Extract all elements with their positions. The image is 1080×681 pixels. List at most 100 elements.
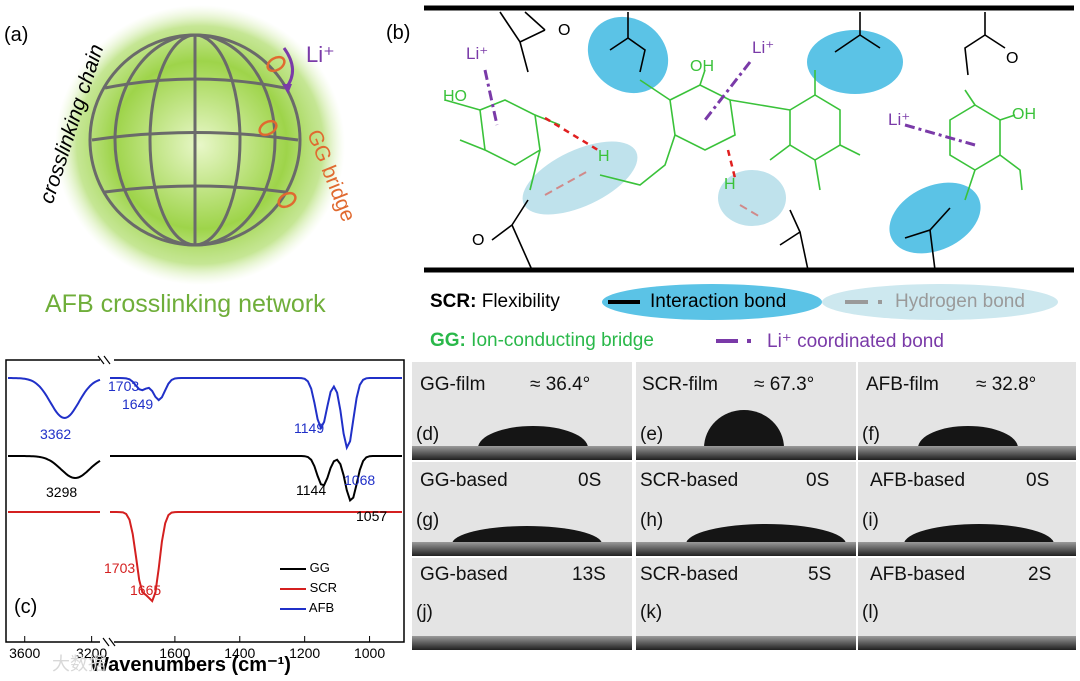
legend-scr-swatch: [280, 587, 306, 590]
atom-ho: HO: [443, 88, 467, 105]
interaction-bond-ovals: [587, 16, 981, 254]
sphere-glow: [55, 5, 345, 285]
photo-j: GG-based 13S (j): [412, 558, 632, 650]
peak-afb-1149: 1149: [294, 420, 325, 436]
sphere-wireframe: [88, 33, 302, 247]
photo-g-value: 0S: [578, 470, 602, 491]
atom-h-1: H: [598, 148, 610, 165]
hydrogen-bond-grey-dashes: [544, 169, 763, 219]
li-label-3: Li⁺: [888, 110, 911, 129]
photo-e-title: SCR-film: [642, 374, 718, 395]
scr-key: SCR:: [430, 291, 477, 312]
peak-gg-3298: 3298: [46, 484, 78, 500]
photo-e: SCR-film ≈ 67.3° (f) (e): [636, 362, 856, 460]
peak-afb-1703: 1703: [108, 378, 140, 394]
legend-gg-text: GG: [309, 560, 330, 575]
photo-j-label: (j): [416, 602, 433, 623]
panel-b-label: (b): [386, 22, 411, 44]
ftir-lines: [8, 377, 402, 603]
atom-h-2: H: [724, 176, 736, 193]
gg-text: Ion-conducting bridge: [471, 330, 654, 351]
droplet: [478, 426, 588, 448]
photo-k-value: 5S: [808, 564, 832, 585]
peak-scr-1665: 1665: [130, 582, 162, 598]
photo-d-value: ≈ 36.4°: [530, 374, 591, 395]
droplet: [918, 426, 1018, 448]
scr-legend: SCR: Flexibility: [430, 291, 560, 313]
series-line-afb: [8, 377, 402, 451]
photo-g-label: (g): [416, 510, 440, 531]
x-axis-label: Wavenumbers (cm⁻¹): [90, 654, 291, 676]
photo-i-label: (i): [862, 510, 879, 531]
network-title: AFB crosslinking network: [45, 290, 326, 318]
li-label-1: Li⁺: [466, 44, 489, 63]
li-arrow-head: [282, 84, 292, 94]
panel-b: [424, 5, 1074, 343]
photo-f-value: ≈ 32.8°: [976, 374, 1037, 395]
legend-afb: AFB: [280, 600, 334, 615]
photo-h-value: 0S: [806, 470, 830, 491]
atom-o-1: O: [558, 22, 571, 39]
droplet: [686, 524, 846, 544]
droplet: [904, 524, 1054, 544]
photo-i-value: 0S: [1026, 470, 1050, 491]
plot-frame: [5, 359, 405, 643]
scr-text: Flexibility: [481, 291, 560, 312]
photo-e-label-text: (e): [640, 424, 664, 445]
atom-oh-1: OH: [690, 58, 714, 75]
x-tick-label: 3200: [76, 645, 107, 661]
peak-gg-1144: 1144: [296, 482, 327, 498]
li-label-2: Li⁺: [752, 38, 775, 57]
photo-i: AFB-based 0S (i): [858, 462, 1076, 556]
photo-l-value: 2S: [1028, 564, 1052, 585]
peak-afb-1649: 1649: [122, 396, 154, 412]
photo-e-value: ≈ 67.3°: [754, 374, 815, 395]
hydrogen-bond-label: Hydrogen bond: [895, 291, 1025, 312]
photo-h-title: SCR-based: [640, 470, 739, 491]
peak-gg-1057: 1057: [356, 508, 388, 524]
droplet: [452, 526, 602, 544]
photo-l: AFB-based 2S (l): [858, 558, 1076, 650]
peak-scr-1703: 1703: [104, 560, 136, 576]
photo-g: GG-based 0S (g): [412, 462, 632, 556]
photo-l-title: AFB-based: [870, 564, 966, 585]
photo-k-label: (k): [640, 602, 663, 623]
photo-i-title: AFB-based: [870, 470, 966, 491]
photo-j-title: GG-based: [420, 564, 508, 585]
series-line-gg: [8, 455, 402, 503]
photo-l-label: (l): [862, 602, 879, 623]
hydrogen-bond-dashes: [544, 116, 737, 179]
photo-d-label: (d): [416, 424, 440, 445]
sugar-rings: [444, 69, 1023, 201]
peak-afb-3362: 3362: [40, 426, 72, 442]
legend-gg: GG: [280, 560, 330, 575]
photo-h-label: (h): [640, 510, 664, 531]
photo-d: GG-film ≈ 36.4° (d): [412, 362, 632, 460]
photo-k: SCR-based 5S (k): [636, 558, 856, 650]
peak-afb-1068: 1068: [344, 472, 376, 488]
interaction-bond-swatch: [602, 284, 822, 320]
atom-oh-2: OH: [1012, 106, 1036, 123]
hydrogen-bond-ovals: [522, 141, 786, 226]
x-tick-label: 1400: [224, 645, 255, 661]
legend-scr-text: SCR: [309, 580, 338, 595]
atom-o-2: O: [1006, 50, 1019, 67]
panel-c-label: (c): [14, 596, 38, 618]
x-tick-label: 1000: [354, 645, 385, 661]
photo-g-title: GG-based: [420, 470, 508, 491]
gg-legend: GG: Ion-conducting bridge: [430, 330, 654, 352]
atom-o-3: O: [472, 232, 485, 249]
series-line-scr: [8, 511, 402, 603]
hydrogen-bond-swatch: [822, 284, 1058, 320]
photo-h: SCR-based 0S (h): [636, 462, 856, 556]
photo-f: AFB-film ≈ 32.8° (f): [858, 362, 1076, 460]
interaction-bond-label: Interaction bond: [650, 291, 787, 312]
gg-key: GG:: [430, 330, 466, 351]
photo-j-value: 13S: [572, 564, 606, 585]
panel-a: [55, 5, 345, 285]
legend-gg-swatch: [280, 567, 306, 570]
photo-d-title: GG-film: [420, 374, 486, 395]
droplet: [704, 410, 784, 448]
